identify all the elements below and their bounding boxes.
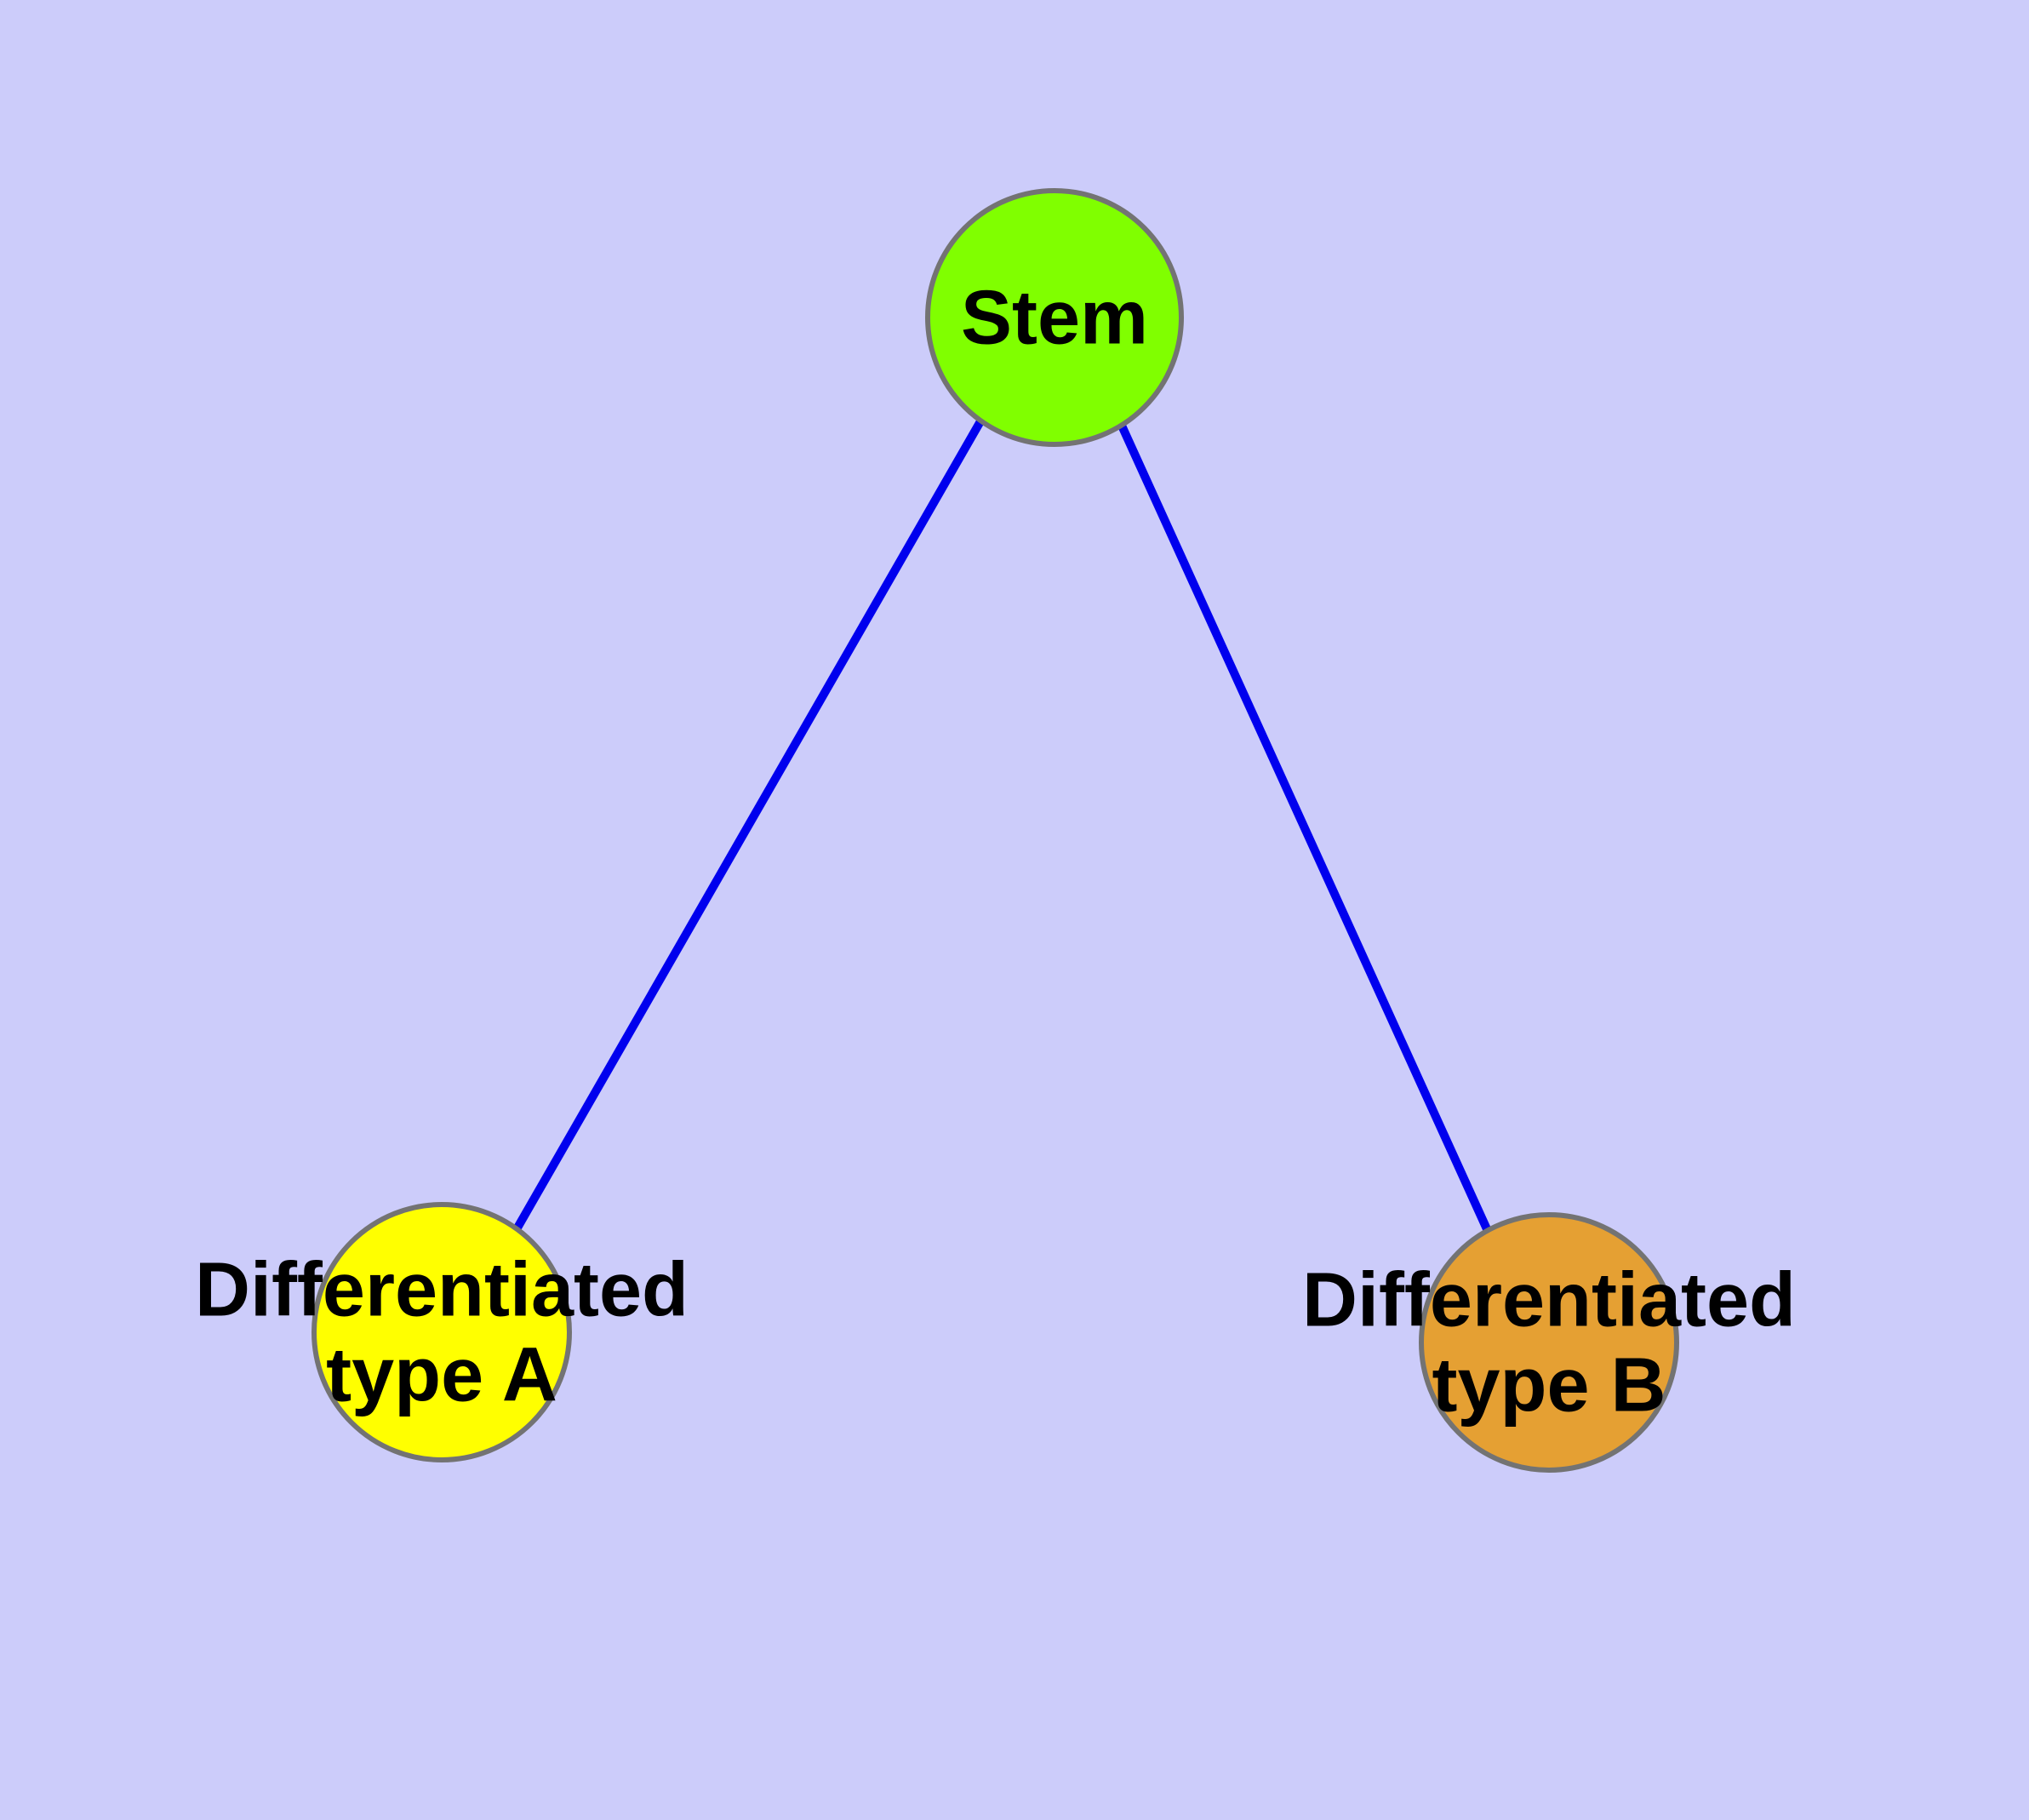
node-label-line: type B	[1432, 1343, 1666, 1428]
edge-stem-diff-a[interactable]	[512, 419, 985, 1232]
node-label-line: Differentiated	[1302, 1258, 1796, 1343]
node-label-line: Stem	[961, 276, 1148, 361]
node-label-stem: Stem	[961, 276, 1148, 361]
edges-layer	[512, 419, 1492, 1233]
nodes-layer	[311, 188, 1679, 1473]
node-label-line: Differentiated	[195, 1248, 689, 1333]
node-stem[interactable]	[925, 188, 1184, 447]
node-diff_b[interactable]	[1419, 1212, 1679, 1473]
node-label-line: type A	[326, 1333, 557, 1418]
edge-stem-diff-b[interactable]	[1117, 423, 1492, 1233]
node-diff_a[interactable]	[311, 1202, 572, 1462]
